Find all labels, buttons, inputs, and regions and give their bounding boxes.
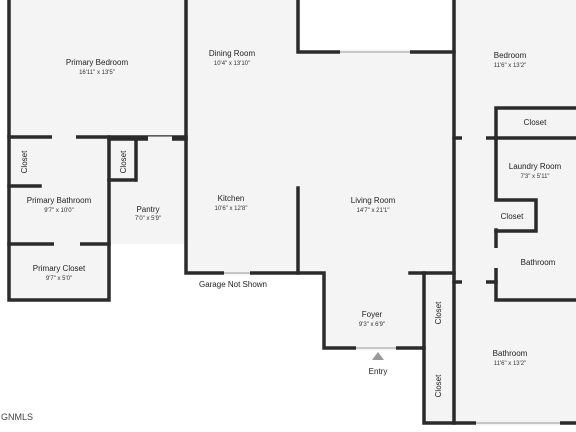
room-dims-bedroom: 11'6" x 13'2": [494, 63, 526, 69]
room-name-closet-pantry-side: Closet: [119, 150, 128, 173]
garage-note: Garage Not Shown: [199, 280, 267, 289]
room-name-closet-primary: Closet: [20, 150, 29, 173]
room-dims-bathroom-lower: 11'6" x 13'2": [494, 361, 526, 367]
room-dims-dining-room: 10'4" x 13'10": [214, 61, 250, 67]
room-dims-primary-bedroom: 16'11" x 13'5": [79, 70, 115, 76]
room-name-bedroom: Bedroom: [494, 51, 527, 60]
room-name-primary-closet: Primary Closet: [33, 264, 86, 273]
room-name-kitchen: Kitchen: [218, 194, 245, 203]
room-name-closet-lower: Closet: [434, 374, 443, 397]
room-dims-pantry: 7'0" x 5'9": [135, 216, 161, 222]
room-dims-primary-bathroom: 9'7" x 10'0": [44, 208, 74, 214]
room-name-bathroom-lower: Bathroom: [493, 349, 528, 358]
room-dims-laundry-room: 7'3" x 5'11": [520, 174, 549, 180]
room-dims-living-room: 14'7" x 21'1": [357, 208, 390, 214]
room-name-closet-laundry: Closet: [501, 212, 524, 221]
room-name-foyer: Foyer: [362, 310, 383, 319]
room-dims-foyer: 9'3" x 6'9": [359, 322, 385, 328]
room-dims-kitchen: 10'6" x 12'8": [215, 206, 248, 212]
watermark-text: GNMLS: [1, 412, 33, 422]
room-name-closet-foyer: Closet: [434, 301, 443, 324]
room-name-living-room: Living Room: [351, 196, 396, 205]
entry-arrow-icon: [372, 352, 384, 360]
room-name-laundry-room: Laundry Room: [509, 162, 562, 171]
floor-fills: [9, 0, 576, 423]
room-name-pantry: Pantry: [136, 205, 159, 214]
room-name-primary-bathroom: Primary Bathroom: [27, 196, 92, 205]
room-name-dining-room: Dining Room: [209, 49, 256, 58]
room-name-closet-bedroom: Closet: [524, 118, 547, 127]
room-name-primary-bedroom: Primary Bedroom: [66, 58, 129, 67]
room-dims-primary-closet: 9'7" x 5'0": [46, 276, 72, 282]
entry-label: Entry: [369, 367, 388, 376]
opening-lines: [224, 51, 560, 424]
room-name-bathroom-upper: Bathroom: [521, 258, 556, 267]
